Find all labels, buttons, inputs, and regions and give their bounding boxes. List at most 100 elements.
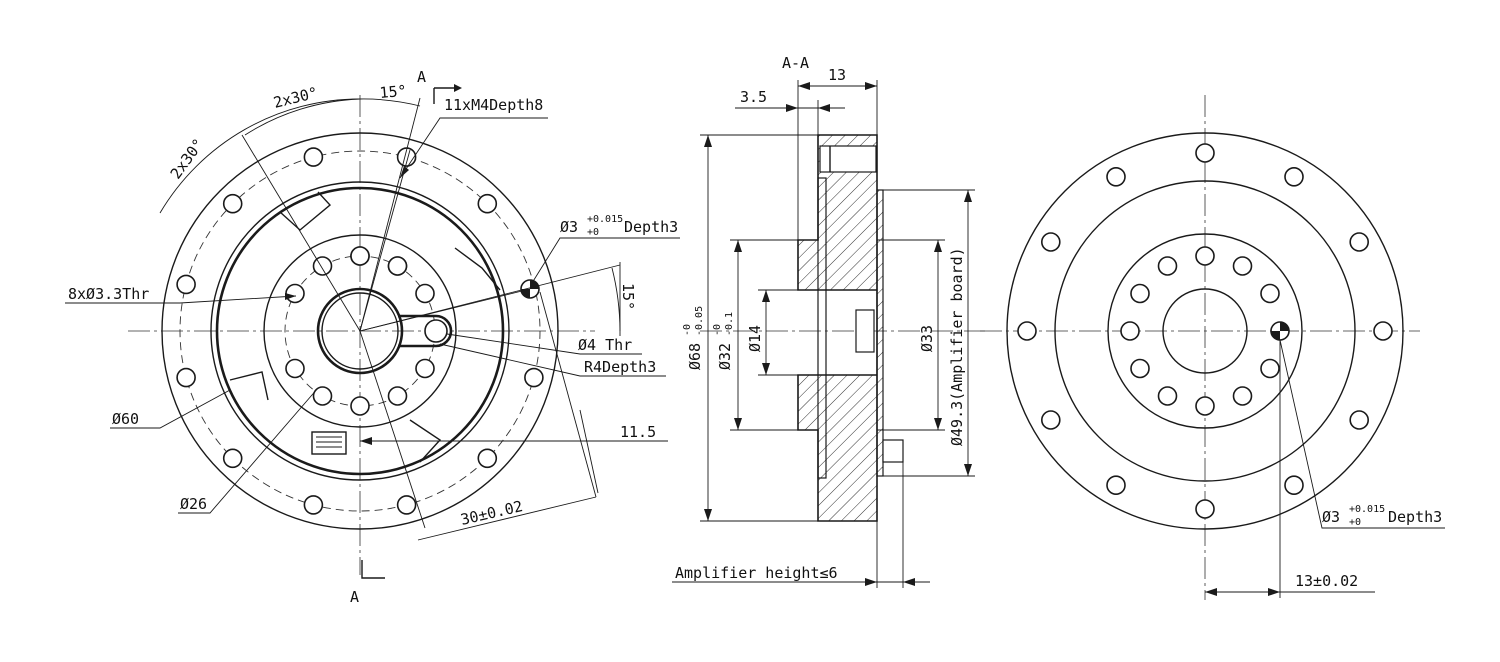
label-group-68: Ø68 -0 -0.05 xyxy=(682,306,705,370)
inner-hole-7 xyxy=(312,386,333,406)
back-outer-hole-10 xyxy=(1017,321,1037,341)
label-dia-14: Ø14 xyxy=(746,325,764,352)
arc-2x30-left xyxy=(159,98,361,214)
outer-hole-8 xyxy=(303,495,324,515)
front-inner-flange xyxy=(263,234,457,428)
label-back-pin-tol-lower: +0 xyxy=(1349,517,1361,528)
back-view: Ø3 +0.015 +0 Depth3 13±0.02 xyxy=(980,95,1445,600)
radial-30 xyxy=(359,330,426,529)
label-dim-13: 13 xyxy=(828,66,846,84)
label-dia-32-zero: -0 xyxy=(712,324,723,336)
notch-left xyxy=(229,371,269,401)
back-ring xyxy=(1054,180,1356,482)
leader-thread4 xyxy=(446,333,642,355)
back-inner-hole-10 xyxy=(1120,321,1140,341)
pin-back-fill-a xyxy=(1280,322,1289,331)
amplifier-board-section xyxy=(876,189,884,477)
back-inner-hole-2 xyxy=(1195,246,1215,266)
label-amp-height: Amplifier height≤6 xyxy=(675,564,838,582)
label-thread-callout: 11xM4Depth8 xyxy=(444,96,543,114)
outer-hole-9 xyxy=(396,495,417,515)
pin-hole-fill-b xyxy=(521,289,530,298)
inner-hole-8 xyxy=(285,358,305,379)
back-outer-hole-11 xyxy=(1041,232,1061,252)
back-inner-flange xyxy=(1107,233,1303,429)
notch-bottom xyxy=(409,419,442,463)
outer-hole-10 xyxy=(477,448,498,469)
back-outer-hole-7 xyxy=(1195,499,1215,519)
connector-side xyxy=(882,439,904,463)
front-bore xyxy=(316,287,404,375)
amplifier-connector xyxy=(311,431,347,455)
arrow-11-5 xyxy=(360,437,372,445)
arrow-32-bottom xyxy=(734,418,742,430)
arrow-3-5-right xyxy=(818,104,830,112)
arrow-33-top xyxy=(934,240,942,252)
back-inner-hole-7 xyxy=(1195,396,1215,416)
pin-back-fill-b xyxy=(1271,331,1280,340)
thread-4-hole xyxy=(424,319,448,343)
back-outer-hole-3 xyxy=(1349,232,1369,252)
outer-hole-3 xyxy=(477,193,498,214)
leader-r4 xyxy=(439,343,666,377)
label-dia-68: Ø68 xyxy=(686,343,704,370)
outer-hole-6 xyxy=(176,274,196,295)
back-outer-hole-2 xyxy=(1284,167,1304,187)
label-dia-60: Ø60 xyxy=(112,410,139,428)
arrow-13-back-right xyxy=(1268,588,1280,596)
arrow-inner-thread xyxy=(285,293,296,300)
back-inner-hole-8 xyxy=(1157,386,1178,406)
label-dia-32-tol: -0.1 xyxy=(724,312,735,336)
label-dia-68-zero: -0 xyxy=(682,324,693,336)
label-section-a-top: A xyxy=(417,68,426,86)
back-outer-hole-1 xyxy=(1195,143,1215,163)
inner-hole-5 xyxy=(387,386,408,406)
arrow-13-right xyxy=(865,82,877,90)
outer-hole-5 xyxy=(176,367,196,388)
leader-26 xyxy=(178,387,319,514)
section-arrowhead-top xyxy=(454,84,462,92)
back-outer-hole-4 xyxy=(1373,321,1393,341)
arrow-32-top xyxy=(734,240,742,252)
label-dia-68-tol: -0.05 xyxy=(694,306,705,336)
back-outer-hole-9 xyxy=(1041,410,1061,430)
inner-hole-9 xyxy=(285,283,305,304)
leader-pin-back xyxy=(1279,339,1445,529)
inner-hole-12 xyxy=(387,256,408,276)
outer-hole-11 xyxy=(524,367,544,388)
back-inner-hole-3 xyxy=(1232,256,1253,276)
label-dia-33: Ø33 xyxy=(918,325,936,352)
leader-pin xyxy=(531,237,680,284)
arrow-amp-left xyxy=(865,578,877,586)
ext-30 xyxy=(579,409,599,494)
label-thread-4: Ø4 Thr xyxy=(578,336,632,354)
arrow-14-top xyxy=(762,290,770,302)
inner-hole-3 xyxy=(415,283,435,304)
label-inner-threads: 8xØ3.3Thr xyxy=(68,285,149,303)
arrow-3-5-left xyxy=(786,104,798,112)
inner-holes xyxy=(285,246,435,416)
back-inner-hole-6 xyxy=(1232,386,1253,406)
back-inner-hole-11 xyxy=(1130,283,1150,304)
back-inner-hole-9 xyxy=(1130,358,1150,379)
label-11-5: 11.5 xyxy=(620,423,656,441)
arc-2x30-top xyxy=(244,98,361,136)
inner-hole-4 xyxy=(415,358,435,379)
inner-hole-6 xyxy=(350,396,370,416)
notch-right xyxy=(454,247,501,291)
label-back-13: 13±0.02 xyxy=(1295,572,1358,590)
front-amplifier-board xyxy=(215,186,505,476)
arc-15-right xyxy=(611,267,621,332)
arrow-49-top xyxy=(964,190,972,202)
front-ring-outer xyxy=(210,181,510,481)
front-bore-inner xyxy=(321,292,399,370)
arrow-49-bottom xyxy=(964,464,972,476)
inner-hole-11 xyxy=(350,246,370,266)
radial-15 xyxy=(359,97,421,332)
back-outer-circle xyxy=(1006,132,1404,530)
label-group-32: Ø32 -0 -0.1 xyxy=(712,312,735,370)
label-dia-49: Ø49.3(Amplifier board) xyxy=(948,247,966,446)
front-bolt-circle xyxy=(179,150,541,512)
r4-slot xyxy=(398,314,453,348)
label-section-title: A-A xyxy=(782,54,809,72)
